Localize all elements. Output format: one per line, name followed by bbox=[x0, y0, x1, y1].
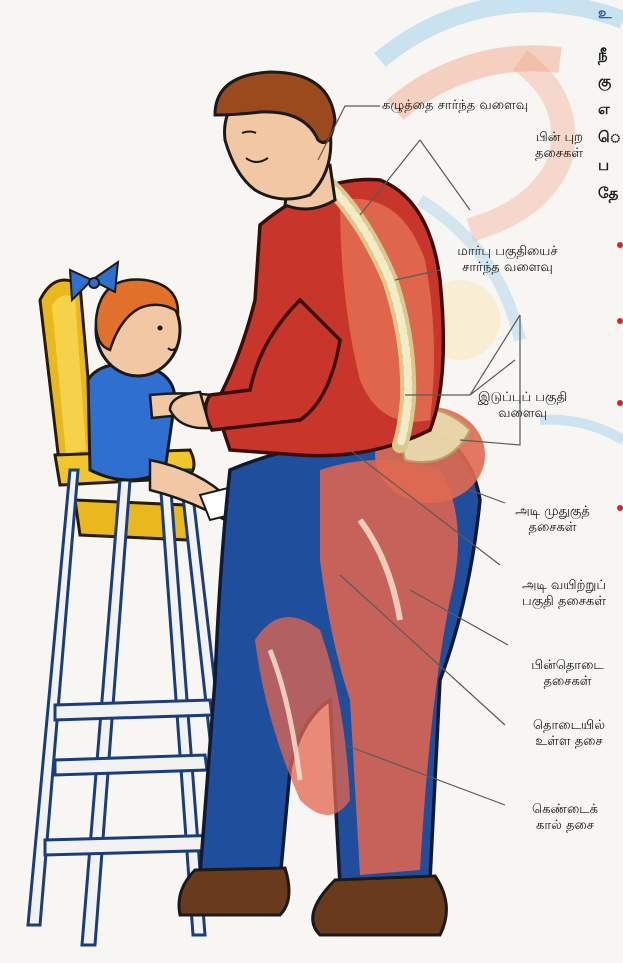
edge-bullet-1 bbox=[617, 242, 623, 248]
label-hamstring-line2: தசைகள் bbox=[515, 674, 620, 690]
label-chest-curve-line1: மார்பு பகுதியைச் bbox=[435, 244, 580, 260]
edge-line-4: ெ bbox=[598, 128, 621, 146]
edge-bullet-2 bbox=[617, 318, 623, 324]
label-calf-line2: கால் தசை bbox=[515, 818, 615, 834]
edge-bullet-3 bbox=[617, 400, 623, 406]
label-abdominal-line2: பகுதி தசைகள் bbox=[505, 594, 623, 610]
edge-line-6: தே bbox=[598, 184, 618, 202]
label-gluteal: அடி முதுகுத் தசைகள் bbox=[500, 504, 605, 536]
label-lumbar-curve-line2: வளைவு bbox=[465, 406, 580, 422]
label-back-muscles-line1: பின் புற bbox=[488, 130, 583, 146]
label-neck-curve: கழுத்தை சார்ந்த வளைவு bbox=[382, 98, 528, 114]
label-chest-curve: மார்பு பகுதியைச் சார்ந்த வளைவு bbox=[435, 244, 580, 276]
edge-line-2: கு bbox=[598, 72, 611, 90]
label-abdominal: அடி வயிற்றுப் பகுதி தசைகள் bbox=[505, 578, 623, 610]
label-abdominal-line1: அடி வயிற்றுப் bbox=[505, 578, 623, 594]
label-calf: கெண்டைக் கால் தசை bbox=[515, 802, 615, 834]
label-thigh-line2: உள்ள தசை bbox=[515, 734, 623, 750]
label-lumbar-curve-line1: இடுப்புப் பகுதி bbox=[465, 390, 580, 406]
label-back-muscles-line2: தசைகள் bbox=[488, 146, 583, 162]
label-lumbar-curve: இடுப்புப் பகுதி வளைவு bbox=[465, 390, 580, 422]
edge-line-1: நீ bbox=[598, 46, 608, 64]
edge-line-5: ப bbox=[598, 156, 609, 174]
edge-bullet-4 bbox=[617, 505, 623, 511]
label-hamstring: பின்தொடை தசைகள் bbox=[515, 658, 620, 690]
label-neck-curve-text: கழுத்தை சார்ந்த வளைவு bbox=[382, 98, 528, 113]
label-hamstring-line1: பின்தொடை bbox=[515, 658, 620, 674]
label-thigh-line1: தொடையில் bbox=[515, 718, 623, 734]
edge-heading: உ bbox=[598, 4, 612, 22]
label-chest-curve-line2: சார்ந்த வளைவு bbox=[435, 260, 580, 276]
label-calf-line1: கெண்டைக் bbox=[515, 802, 615, 818]
edge-line-3: எ bbox=[598, 100, 610, 118]
label-back-muscles: பின் புற தசைகள் bbox=[488, 130, 583, 162]
label-gluteal-line2: தசைகள் bbox=[500, 520, 605, 536]
label-gluteal-line1: அடி முதுகுத் bbox=[500, 504, 605, 520]
label-thigh: தொடையில் உள்ள தசை bbox=[515, 718, 623, 750]
